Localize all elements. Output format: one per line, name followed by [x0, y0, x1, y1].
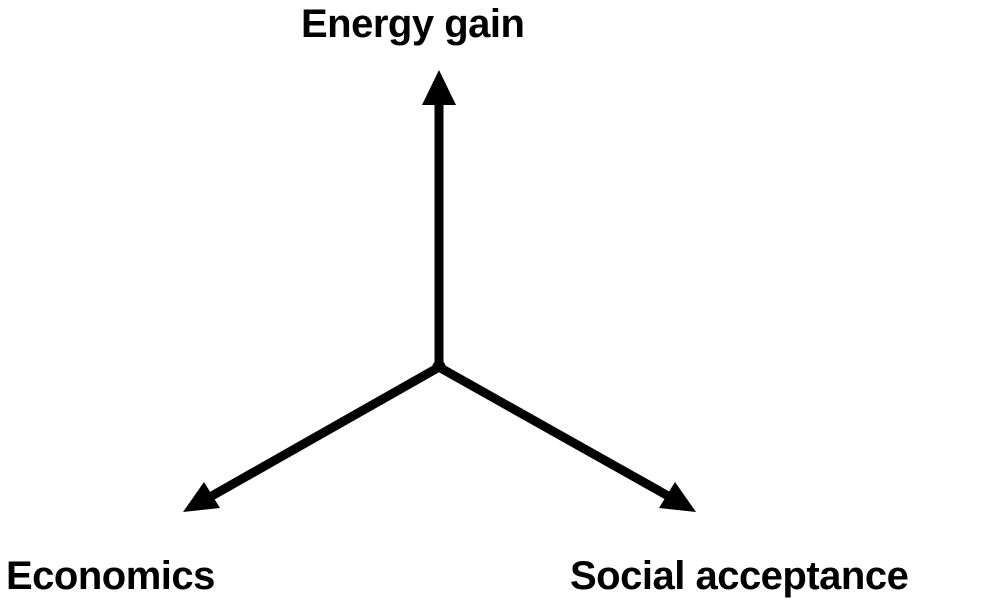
social-acceptance-label: Social acceptance [570, 554, 909, 598]
social-acceptance-arrowhead [659, 482, 696, 512]
economics-label: Economics [6, 554, 215, 598]
economics-axis [205, 361, 446, 502]
economics-arrowhead [183, 482, 220, 512]
energy-gain-label: Energy gain [301, 2, 525, 46]
social-acceptance-axis [432, 361, 675, 502]
energy-gain-arrowhead [422, 70, 456, 105]
